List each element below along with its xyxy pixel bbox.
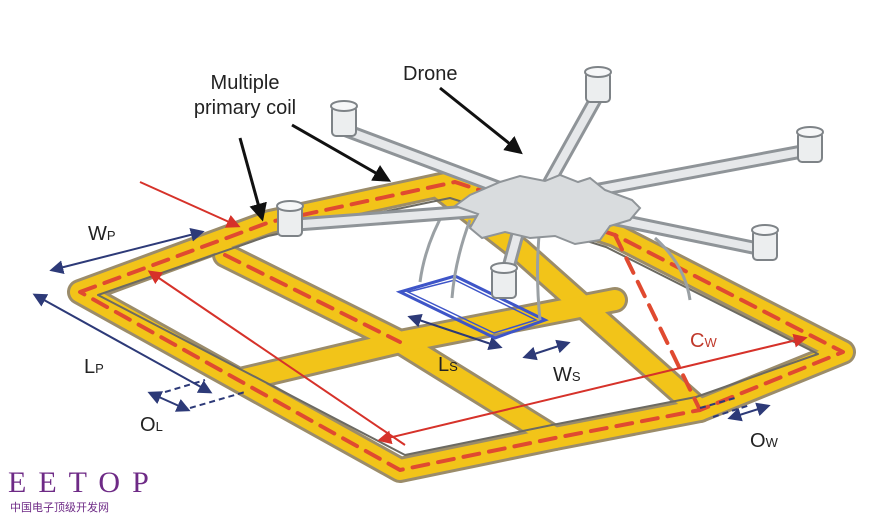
- motor-right: [796, 126, 824, 163]
- label-ls: LS: [438, 354, 458, 376]
- motor-upper-left: [330, 100, 358, 137]
- drone: [276, 66, 824, 321]
- wp-dimension-arrow: [49, 227, 205, 275]
- primary-coil-callout-arrow-1: [238, 137, 267, 222]
- watermark-letters: EETOP: [8, 466, 161, 499]
- ls-dimension-arrow: [407, 313, 503, 351]
- eetop-watermark: EETOP 中国电子顶级开发网: [8, 466, 161, 514]
- ow-dimension-arrow: [727, 402, 771, 422]
- label-multiple: Multiple: [211, 72, 280, 94]
- callout-arrows: [238, 86, 523, 222]
- motor-left: [276, 200, 304, 237]
- label-lp: LP: [84, 356, 104, 378]
- label-ow: OW: [750, 430, 779, 452]
- ol-overlap-guides: [164, 379, 246, 409]
- lp-dimension-arrow: [32, 293, 213, 394]
- label-primary-coil: primary coil: [194, 97, 296, 119]
- ow-overlap-guides: [699, 397, 751, 418]
- drone-body: [452, 173, 642, 246]
- drone-motors: [276, 66, 824, 299]
- secondary-coil: [395, 274, 549, 340]
- primary-coil-array: [67, 169, 856, 483]
- label-ol: OL: [140, 414, 163, 436]
- dimension-arrows: [32, 227, 771, 422]
- drone-callout-arrow: [439, 86, 523, 155]
- ol-dimension-arrow: [147, 391, 191, 412]
- primary-coil-callout-arrow-2: [291, 123, 392, 182]
- input-current-arrow: [139, 181, 241, 228]
- ws-dimension-arrow: [522, 339, 571, 361]
- label-ws: WS: [553, 364, 581, 386]
- watermark-subtitle: 中国电子顶级开发网: [10, 500, 109, 514]
- label-cw: CW: [690, 330, 717, 352]
- cw-span-arrow: [377, 333, 808, 445]
- labels: Multiple primary coil Drone WP LP OL LS …: [84, 63, 779, 452]
- motor-lower-center: [490, 262, 518, 299]
- motor-top: [584, 66, 612, 103]
- label-drone: Drone: [403, 63, 457, 85]
- label-wp: WP: [88, 223, 116, 245]
- motor-lower-right: [751, 224, 779, 261]
